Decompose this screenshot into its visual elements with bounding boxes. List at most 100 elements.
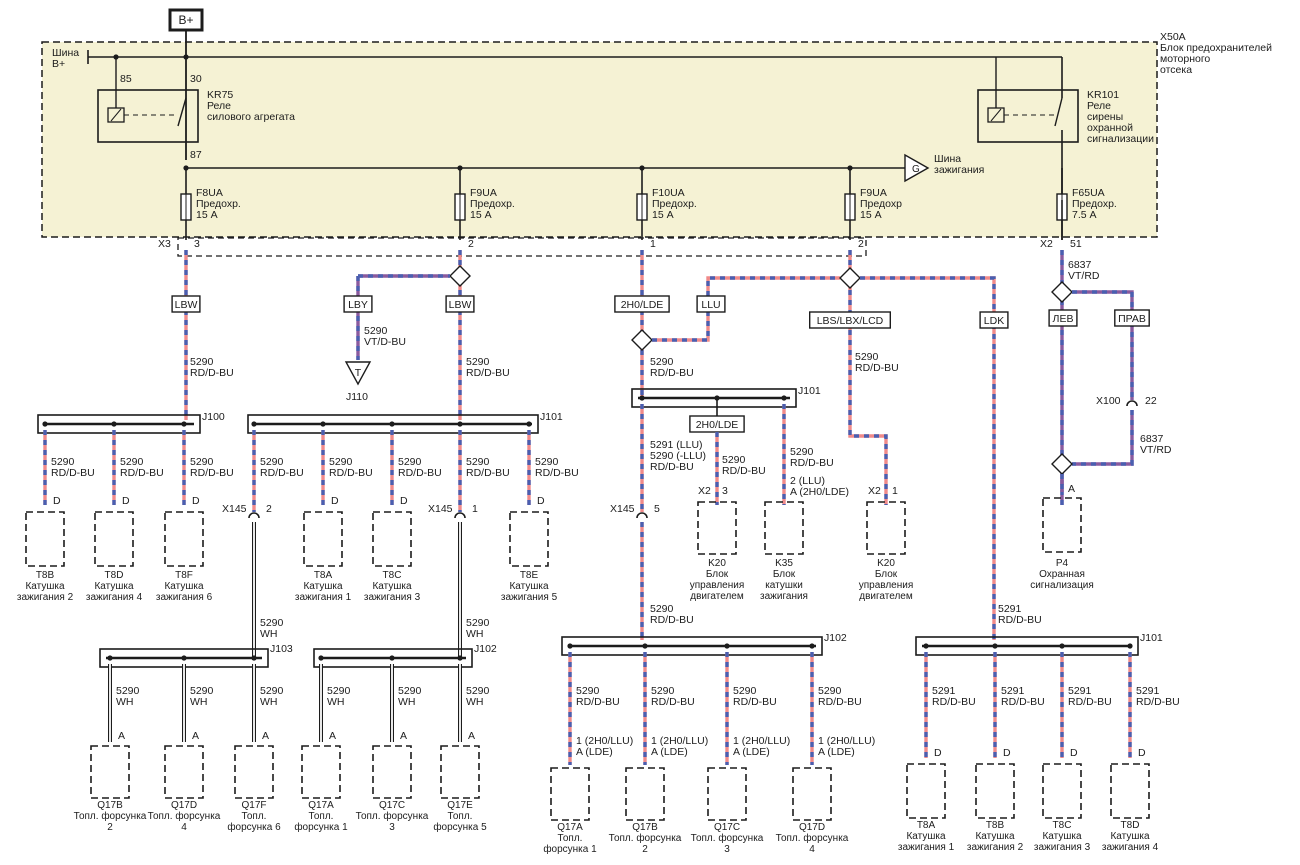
wire-llu [652, 276, 840, 342]
pin-j100-1: D [122, 495, 130, 507]
splice-j103-label: J103 [270, 643, 293, 655]
node-inj-3 [318, 655, 324, 661]
fuse-pin-4: 51 [1070, 238, 1082, 250]
component-q17d-1 [164, 745, 204, 799]
relay-kr75-85-node [113, 54, 119, 60]
component-q17c-4 [372, 745, 412, 799]
splice-j101-c-label: J101 [1140, 632, 1163, 644]
splice-j101-c [915, 636, 1139, 656]
option-prav [1114, 309, 1150, 327]
node-coil-3 [1127, 643, 1133, 649]
fuse-id-0: F8UA [196, 187, 223, 199]
fuse-desc-0: Предохр.15 A [196, 198, 241, 221]
diamond-f10ua [631, 329, 653, 351]
wire-x100-out-stripe [1072, 410, 1134, 466]
relay-kr75-contact [177, 97, 187, 127]
relay-kr75 [97, 89, 199, 143]
pin-injc-3: 1 (2H0/LLU)A (LDE) [818, 735, 875, 758]
pin-j101-2: D [400, 495, 408, 507]
relay-kr101-coil-diag [990, 108, 1002, 122]
relay-kr75-pin30: 30 [190, 73, 202, 85]
component-t8a [303, 511, 343, 567]
pin-coil-0: D [934, 747, 942, 759]
splice-j101-a-label: J101 [540, 411, 563, 423]
node-injc-2 [724, 643, 730, 649]
node-j101-4 [526, 421, 532, 427]
splice-j101-b [631, 388, 797, 408]
pin-injc-1: 1 (2H0/LLU)A (LDE) [651, 735, 708, 758]
conn-x145-2-pin: 1 [472, 503, 478, 515]
splice-j100-label: J100 [202, 411, 225, 423]
node-coil-0 [923, 643, 929, 649]
ground-ref-triangle [344, 361, 372, 386]
pin-inj-1: A [192, 730, 199, 742]
component-t8c-r2 [1042, 763, 1082, 819]
fuse-desc-1: Предохр.15 A [470, 198, 515, 221]
option-ldk-text: LDK [984, 315, 1004, 327]
option-llu-text: LLU [701, 299, 720, 311]
pin-injc-2: 1 (2H0/LLU)A (LDE) [733, 735, 790, 758]
node-j100-0 [42, 421, 48, 427]
conn-x100-label: X100 [1096, 395, 1121, 407]
splice-j102-b [561, 636, 823, 656]
splice-j100 [37, 414, 201, 434]
fuse-pin-0: 3 [194, 238, 200, 250]
node-injc-3 [809, 643, 815, 649]
node-j101-1 [320, 421, 326, 427]
node-j101-3 [457, 421, 463, 427]
relay-kr101 [977, 89, 1079, 143]
component-q17b-c1 [625, 767, 665, 821]
component-t8b [25, 511, 65, 567]
conn-x100 [1126, 400, 1138, 407]
node-injc-0 [567, 643, 573, 649]
option-lbw-2 [445, 295, 475, 313]
component-q17d-c3 [792, 767, 832, 821]
pin-coil-3: D [1138, 747, 1146, 759]
conn-x145-3 [636, 512, 648, 519]
component-t8a-r0 [906, 763, 946, 819]
conn-x2-51: X2 [1040, 238, 1053, 250]
option-lev-text: ЛЕВ [1053, 313, 1074, 325]
component-q17b-0 [90, 745, 130, 799]
wire-label-15: 5291 (LLU)5290 (-LLU)RD/D-BU [650, 439, 706, 473]
diamond-f9ua-2 [839, 267, 861, 289]
node-j101-0 [251, 421, 257, 427]
node-inj-2 [251, 655, 257, 661]
conn-x2-k20b-label: X2 [868, 485, 881, 497]
pin-inj-4: A [400, 730, 407, 742]
option-lbw-2-text: LBW [449, 299, 472, 311]
component-k20-1 [697, 501, 737, 555]
component-t8d [94, 511, 134, 567]
node-coil-1 [992, 643, 998, 649]
fuse-id-1: F9UA [470, 187, 497, 199]
pin-j101-1: D [331, 495, 339, 507]
component-q17a-3 [301, 745, 341, 799]
pin-j100-0: D [53, 495, 61, 507]
fuse-pin-3: 2 [858, 238, 864, 250]
wire-prav [1072, 290, 1134, 400]
conn-x2-k20b-pin: 1 [892, 485, 898, 497]
